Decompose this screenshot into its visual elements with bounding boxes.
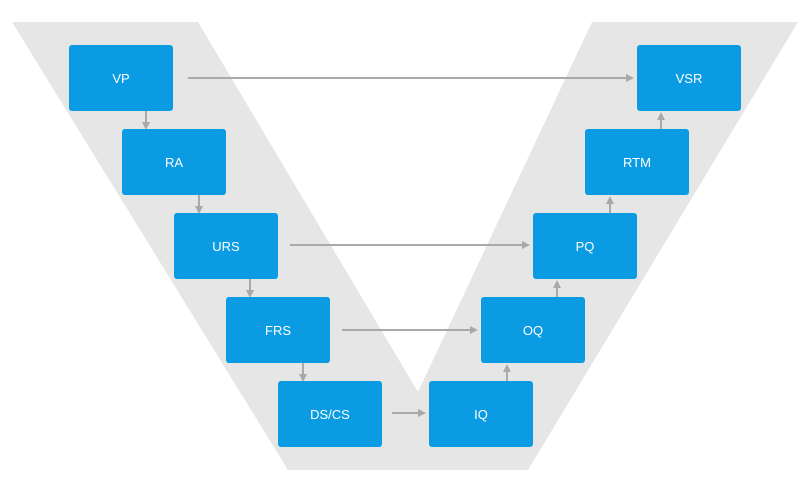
node-label: DS/CS xyxy=(310,407,350,422)
node-label: RTM xyxy=(623,155,651,170)
node-label: VP xyxy=(112,71,129,86)
node-box xyxy=(122,129,226,195)
node-box xyxy=(637,45,741,111)
node-label: VSR xyxy=(676,71,703,86)
node-oq: OQ xyxy=(481,297,585,363)
node-box xyxy=(69,45,173,111)
node-frs: FRS xyxy=(226,297,330,363)
node-box xyxy=(174,213,278,279)
node-rtm: RTM xyxy=(585,129,689,195)
node-box xyxy=(585,129,689,195)
node-box xyxy=(226,297,330,363)
node-box xyxy=(278,381,382,447)
node-label: PQ xyxy=(576,239,595,254)
node-label: FRS xyxy=(265,323,291,338)
node-ra: RA xyxy=(122,129,226,195)
node-dscs: DS/CS xyxy=(278,381,382,447)
node-box xyxy=(481,297,585,363)
node-label: IQ xyxy=(474,407,488,422)
node-box xyxy=(533,213,637,279)
node-pq: PQ xyxy=(533,213,637,279)
node-iq: IQ xyxy=(429,381,533,447)
node-label: RA xyxy=(165,155,183,170)
node-vsr: VSR xyxy=(637,45,741,111)
node-label: URS xyxy=(212,239,240,254)
node-vp: VP xyxy=(69,45,173,111)
node-box xyxy=(429,381,533,447)
node-urs: URS xyxy=(174,213,278,279)
node-label: OQ xyxy=(523,323,543,338)
